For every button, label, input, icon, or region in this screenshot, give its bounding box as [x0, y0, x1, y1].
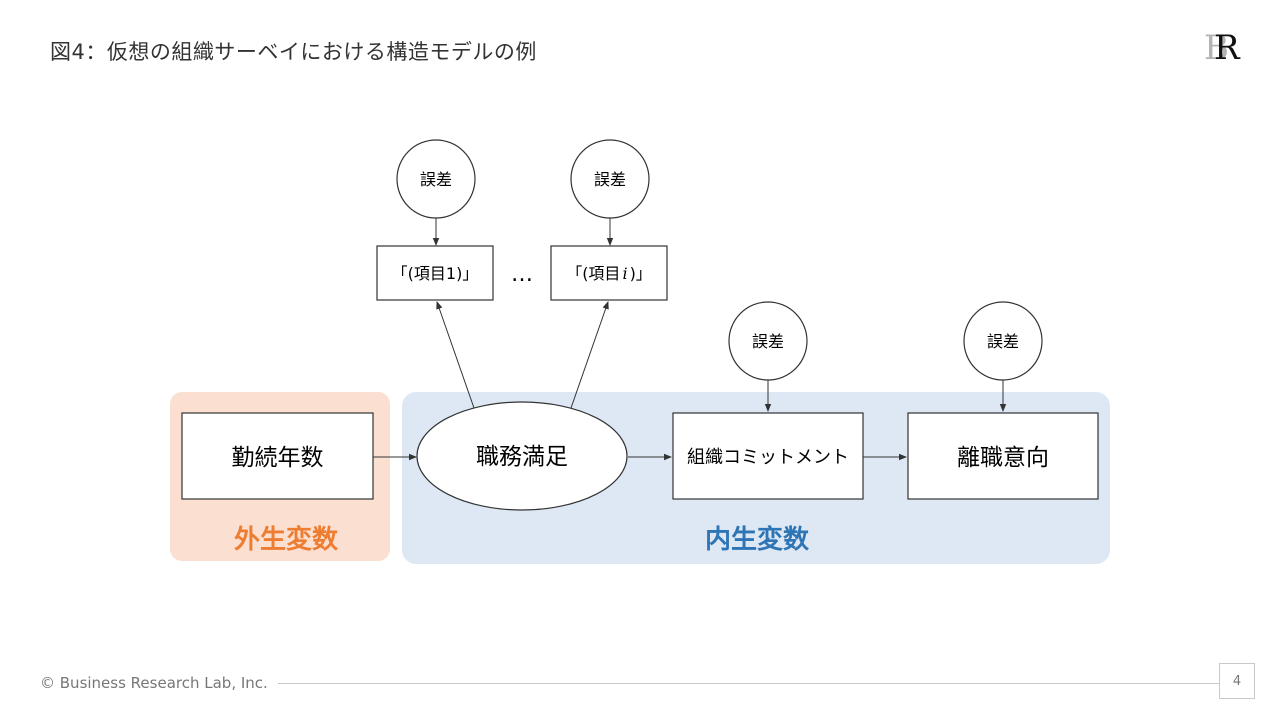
- item-i-prefix: 「(項目: [566, 264, 620, 283]
- item-1-label: 「(項目1)」: [392, 264, 479, 283]
- item-i-variable: i: [622, 264, 627, 283]
- error-node-label: 誤差: [594, 170, 626, 189]
- turnover-intention-node: 離職意向: [907, 412, 1099, 500]
- error-node-label: 誤差: [420, 170, 452, 189]
- logo-letter-back: B: [1204, 28, 1229, 68]
- company-logo: B R: [1200, 26, 1256, 70]
- job-satisfaction-node: 職務満足: [416, 401, 628, 511]
- page-title: 図4：仮想の組織サーベイにおける構造モデルの例: [50, 40, 537, 64]
- org-commitment-label: 組織コミットメント: [687, 447, 849, 468]
- item-i-suffix: )」: [630, 264, 652, 283]
- logo-letter-front: R: [1214, 28, 1240, 68]
- error-node-turnover-intention: 誤差: [963, 301, 1043, 381]
- error-node-item-i: 誤差: [570, 139, 650, 219]
- arrow-satisfaction-to-item-1: [436, 301, 475, 409]
- items-ellipsis: …: [511, 262, 533, 287]
- tenure-label: 勤続年数: [232, 445, 324, 471]
- error-node-org-commitment: 誤差: [728, 301, 808, 381]
- page-number: 4: [1219, 663, 1255, 699]
- job-satisfaction-label: 職務満足: [476, 444, 568, 470]
- turnover-intention-label: 離職意向: [957, 445, 1049, 471]
- item-1-box: 「(項目1)」: [376, 245, 494, 301]
- org-commitment-node: 組織コミットメント: [672, 412, 864, 500]
- error-node-item-1: 誤差: [396, 139, 476, 219]
- error-node-label: 誤差: [987, 332, 1019, 351]
- tenure-node: 勤続年数: [181, 412, 374, 500]
- endogenous-group-label: 内生変数: [705, 524, 810, 555]
- error-node-label: 誤差: [752, 332, 784, 351]
- footer-divider: [278, 683, 1220, 684]
- arrow-satisfaction-to-item-i: [570, 301, 609, 409]
- exogenous-group-label: 外生変数: [234, 524, 339, 555]
- footer-copyright: © Business Research Lab, Inc.: [40, 674, 268, 692]
